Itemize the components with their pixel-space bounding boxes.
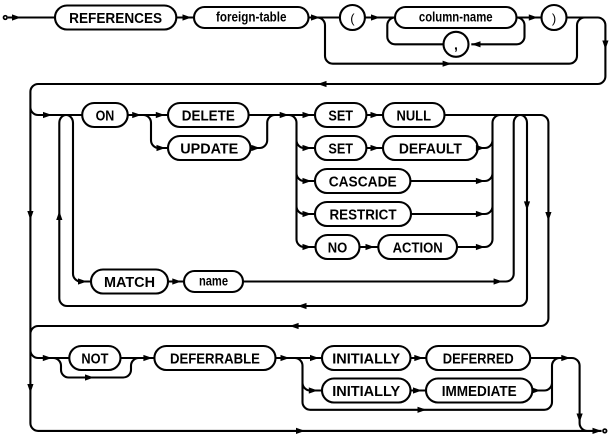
svg-text:RESTRICT: RESTRICT (330, 207, 397, 223)
svg-text:foreign-table: foreign-table (216, 9, 287, 24)
svg-text:(: ( (350, 11, 355, 26)
svg-text:REFERENCES: REFERENCES (69, 11, 162, 27)
svg-text:SET: SET (328, 141, 353, 157)
svg-text:NO: NO (328, 240, 348, 256)
svg-text:UPDATE: UPDATE (180, 141, 238, 157)
svg-text:INITIALLY: INITIALLY (332, 384, 400, 400)
svg-text:DEFAULT: DEFAULT (399, 141, 462, 157)
svg-text:name: name (199, 273, 228, 288)
svg-text:CASCADE: CASCADE (329, 174, 397, 190)
svg-text:DELETE: DELETE (182, 108, 235, 124)
svg-text:DEFERRED: DEFERRED (443, 351, 514, 367)
svg-text:MATCH: MATCH (104, 275, 155, 291)
svg-text:INITIALLY: INITIALLY (332, 351, 400, 367)
svg-text:DEFERRABLE: DEFERRABLE (170, 351, 260, 367)
svg-text:column-name: column-name (419, 9, 493, 24)
svg-text:NOT: NOT (81, 351, 108, 367)
svg-text:ACTION: ACTION (393, 240, 443, 256)
svg-text:SET: SET (328, 108, 353, 124)
svg-text:ON: ON (96, 108, 115, 124)
svg-text:,: , (454, 37, 458, 53)
svg-text:IMMEDIATE: IMMEDIATE (442, 384, 517, 400)
svg-text:): ) (552, 11, 556, 26)
svg-text:NULL: NULL (397, 108, 432, 124)
